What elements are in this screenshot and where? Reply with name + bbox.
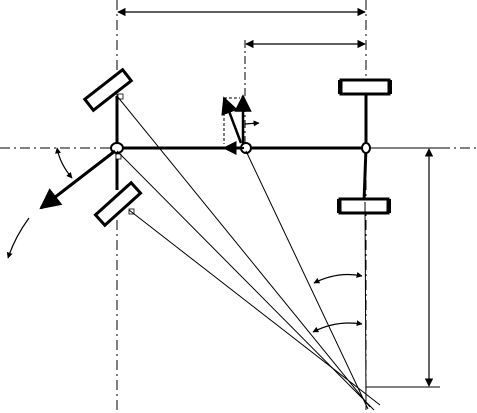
rear-pivot [361,142,371,154]
middle-pivot-dashed-box [223,97,240,144]
steering-angle-arc-left [55,147,73,179]
rear-wheel-bottom [337,197,391,215]
middle-pivot-small-right-arrow [244,120,260,127]
ray-from-front-pivot [116,150,375,411]
ray-from-front-bottom-wheel [128,209,381,406]
front-wheel-top [82,67,134,113]
middle-pivot-diagonal-arrow [221,96,243,144]
ray-from-middle-pivot [245,150,369,410]
angle-arc-upper [313,271,363,284]
ray-rear-axis [364,201,367,404]
ray-from-front-top-wheel [116,95,371,408]
right-angle-marker-middle [115,153,122,160]
rotation-arrow-left [6,217,30,259]
rear-wheel-top [338,78,392,96]
front-wheel-bottom [93,180,143,228]
front-steer-arrow [39,149,116,210]
rear-axle-lower [362,147,368,203]
angle-arc-lower [312,320,363,333]
